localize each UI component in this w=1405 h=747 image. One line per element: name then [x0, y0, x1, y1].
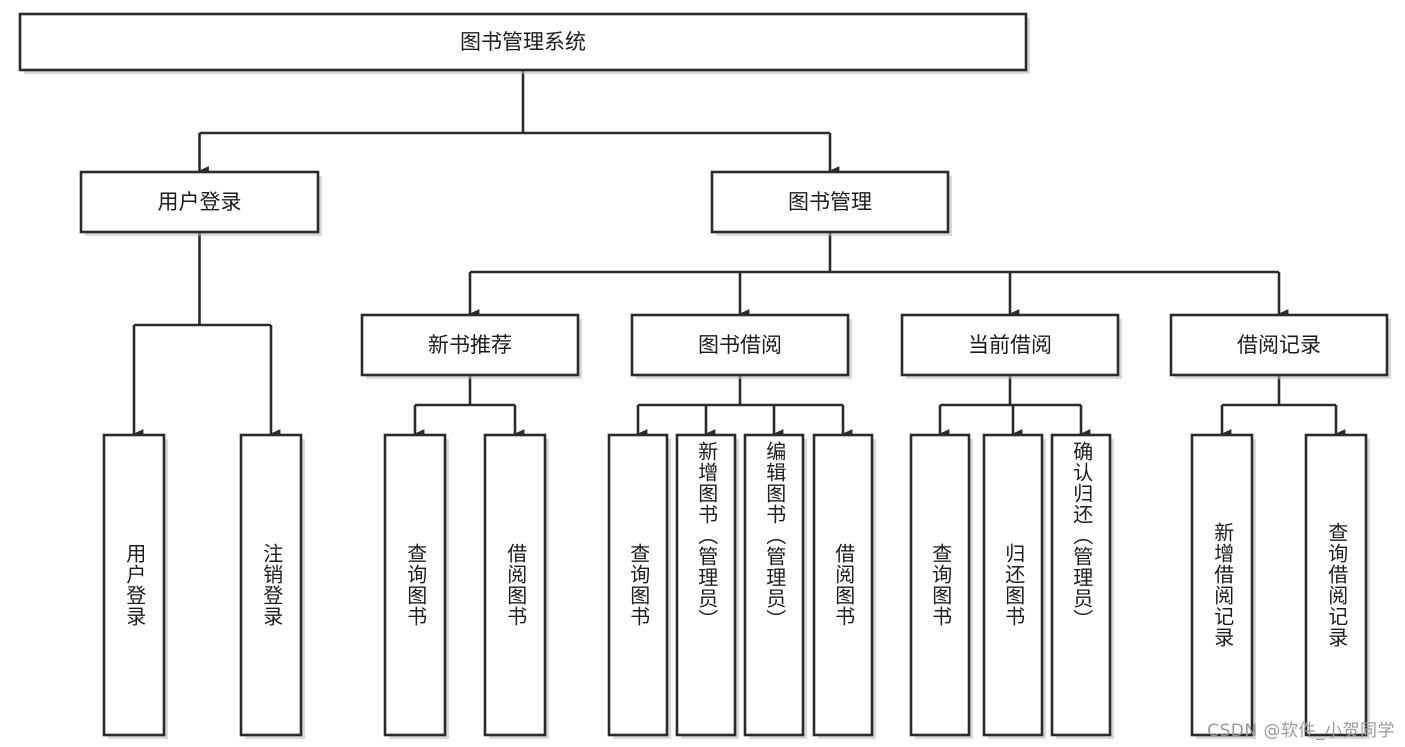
csdn-watermark: CSDN @软件_小贺同学	[1207, 721, 1395, 741]
node-leaf-add-record[interactable]	[1190, 433, 1254, 737]
node-leaf-edit-book[interactable]	[743, 433, 805, 737]
node-user-login-label: 用户登录	[158, 190, 242, 214]
node-new-book-rec[interactable]	[360, 313, 580, 377]
node-book-manage[interactable]	[710, 170, 950, 234]
node-leaf-query-record[interactable]	[1304, 433, 1368, 737]
node-leaf-logout[interactable]	[239, 433, 303, 737]
node-leaf-query-book-cb[interactable]	[909, 433, 971, 737]
node-current-borrow[interactable]	[900, 313, 1120, 377]
node-leaf-confirm-return[interactable]	[1050, 433, 1112, 737]
node-user-login[interactable]	[79, 170, 320, 234]
node-leaf-query-book-bb[interactable]	[607, 433, 669, 737]
node-leaf-borrow-book-rec[interactable]	[483, 433, 547, 737]
node-book-manage-label: 图书管理	[788, 190, 872, 214]
node-borrow-record-label: 借阅记录	[1237, 333, 1321, 357]
node-current-borrow-label: 当前借阅	[968, 333, 1052, 357]
node-leaf-user-login[interactable]	[102, 433, 166, 737]
node-book-borrow-label: 图书借阅	[698, 333, 782, 357]
node-leaf-return-book[interactable]	[982, 433, 1044, 737]
node-root-system[interactable]	[18, 12, 1028, 72]
connector-edges	[132, 70, 1346, 439]
node-borrow-record[interactable]	[1169, 313, 1389, 377]
node-leaf-query-book-rec[interactable]	[383, 433, 447, 737]
node-root-system-label: 图书管理系统	[460, 30, 586, 54]
node-leaf-add-book[interactable]	[675, 433, 737, 737]
node-leaf-borrow-book-bb[interactable]	[812, 433, 874, 737]
node-new-book-rec-label: 新书推荐	[428, 333, 512, 357]
node-book-borrow[interactable]	[630, 313, 850, 377]
